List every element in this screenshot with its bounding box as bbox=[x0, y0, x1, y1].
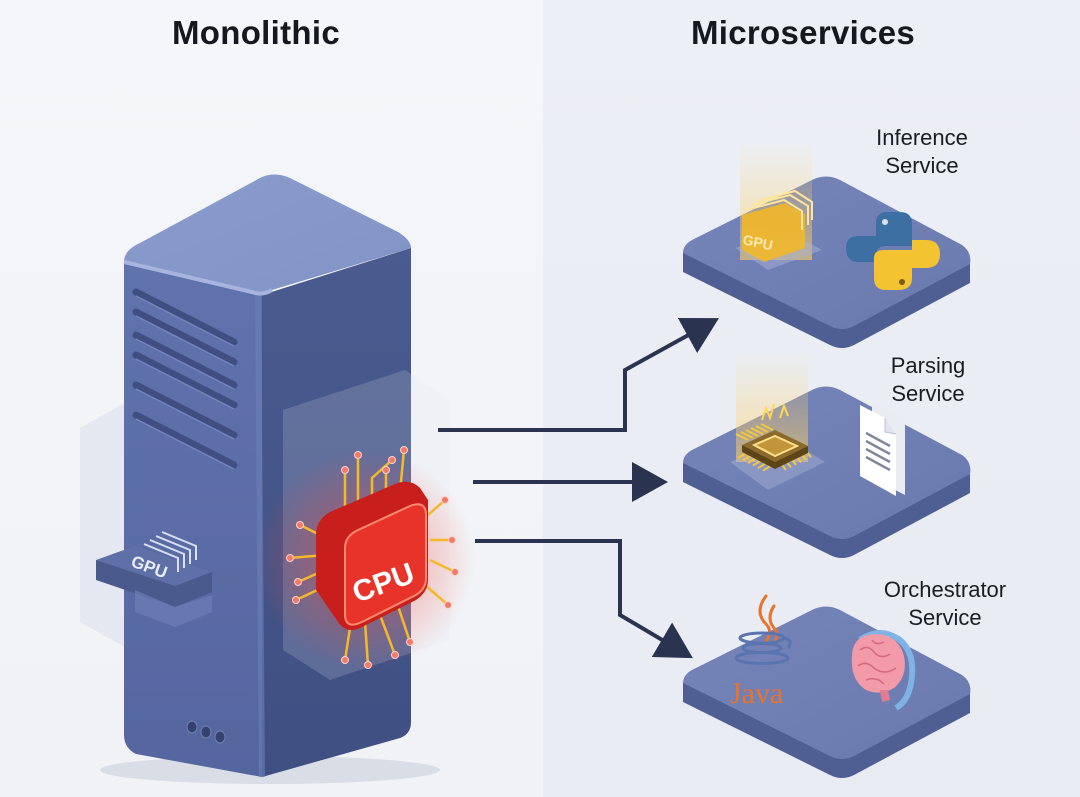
connection-arrows bbox=[438, 318, 720, 659]
trace-node bbox=[364, 661, 372, 669]
trace-node bbox=[341, 656, 349, 664]
indicator-light-icon bbox=[186, 720, 198, 734]
arrow-to-orchestrator bbox=[475, 539, 693, 659]
vent-highlight bbox=[135, 358, 235, 410]
indicator-light-icon bbox=[200, 725, 212, 739]
vent-highlight bbox=[135, 388, 235, 440]
label-line: Parsing bbox=[890, 353, 966, 378]
vent-slot bbox=[132, 288, 238, 346]
cpu-chip-face bbox=[344, 503, 427, 626]
trace-node bbox=[391, 651, 399, 659]
java-label: Java bbox=[730, 677, 783, 710]
vent-slot bbox=[132, 381, 238, 439]
arrow-to-inference bbox=[438, 318, 720, 432]
chip-pin bbox=[750, 427, 764, 435]
platform-top bbox=[683, 386, 971, 539]
server-vents bbox=[132, 288, 238, 470]
monolith-cpu: CPU bbox=[255, 370, 475, 680]
trace-node bbox=[296, 521, 304, 529]
label-line: Inference bbox=[876, 125, 968, 150]
vent-highlight bbox=[135, 418, 235, 470]
gpu-module-base bbox=[135, 590, 212, 627]
indicator-light-icon bbox=[214, 730, 226, 744]
label-line: Service bbox=[891, 381, 965, 406]
python-logo-icon bbox=[846, 212, 940, 290]
circuit-trace bbox=[343, 627, 352, 661]
server-front-face bbox=[124, 262, 262, 777]
trace-node bbox=[448, 536, 456, 544]
gpu-label: GPU bbox=[741, 231, 774, 253]
circuit-trace bbox=[396, 605, 412, 643]
circuit-trace bbox=[378, 614, 397, 656]
orchestrator-service-label: Orchestrator Service bbox=[860, 576, 1030, 632]
circuit-trace bbox=[429, 558, 456, 574]
vent-slot bbox=[132, 411, 238, 469]
vent-slot bbox=[132, 331, 238, 389]
trace-node bbox=[354, 451, 362, 459]
gpu-module-top bbox=[96, 546, 212, 586]
server-top-face bbox=[124, 174, 411, 294]
circuit-trace bbox=[424, 584, 449, 606]
trace-node bbox=[400, 446, 408, 454]
server-glass-panel bbox=[80, 400, 130, 650]
trace-node bbox=[294, 578, 302, 586]
trace-node bbox=[451, 568, 459, 576]
microservices-title: Microservices bbox=[691, 14, 916, 51]
trace-node bbox=[388, 456, 396, 464]
label-line: Orchestrator bbox=[883, 577, 1007, 602]
label-line: Service bbox=[885, 153, 959, 178]
vent-slot bbox=[132, 308, 238, 366]
trace-node bbox=[292, 596, 300, 604]
chip-pin bbox=[760, 423, 774, 431]
document-icon bbox=[860, 400, 905, 496]
vent-highlight bbox=[135, 315, 235, 367]
circuit-trace bbox=[363, 621, 370, 666]
brain-icon bbox=[851, 630, 916, 711]
parsing-service-platform bbox=[683, 352, 971, 558]
monolith-gpu-module: GPU bbox=[96, 531, 212, 627]
vent-highlight bbox=[135, 338, 235, 390]
trace-node bbox=[444, 601, 452, 609]
trace-node bbox=[341, 466, 349, 474]
inference-service-platform: GPU bbox=[683, 140, 971, 348]
chip-pin bbox=[740, 431, 754, 439]
trace-node bbox=[406, 638, 414, 646]
parsing-service-label: Parsing Service bbox=[872, 352, 984, 408]
chip-pin bbox=[745, 429, 759, 437]
parsing-chip-icon bbox=[735, 403, 812, 472]
gpu-heatsink-fins-icon bbox=[143, 531, 197, 572]
trace-node bbox=[441, 496, 449, 504]
orchestrator-service-platform: Java bbox=[683, 594, 971, 778]
label-line: Service bbox=[908, 605, 982, 630]
vent-slot bbox=[132, 351, 238, 409]
inference-gpu-icon: GPU bbox=[741, 189, 813, 262]
cpu-circuit-traces bbox=[286, 446, 459, 669]
chip-pin bbox=[755, 425, 769, 433]
monolithic-title: Monolithic bbox=[172, 14, 340, 51]
trace-node bbox=[286, 554, 294, 562]
server-indicator-lights bbox=[186, 720, 226, 744]
java-logo-icon: Java bbox=[730, 594, 792, 710]
chip-pin bbox=[735, 433, 749, 441]
trace-node bbox=[382, 466, 390, 474]
server-edge-highlight bbox=[123, 260, 274, 296]
inference-service-label: Inference Service bbox=[860, 124, 984, 180]
vent-highlight bbox=[135, 295, 235, 347]
